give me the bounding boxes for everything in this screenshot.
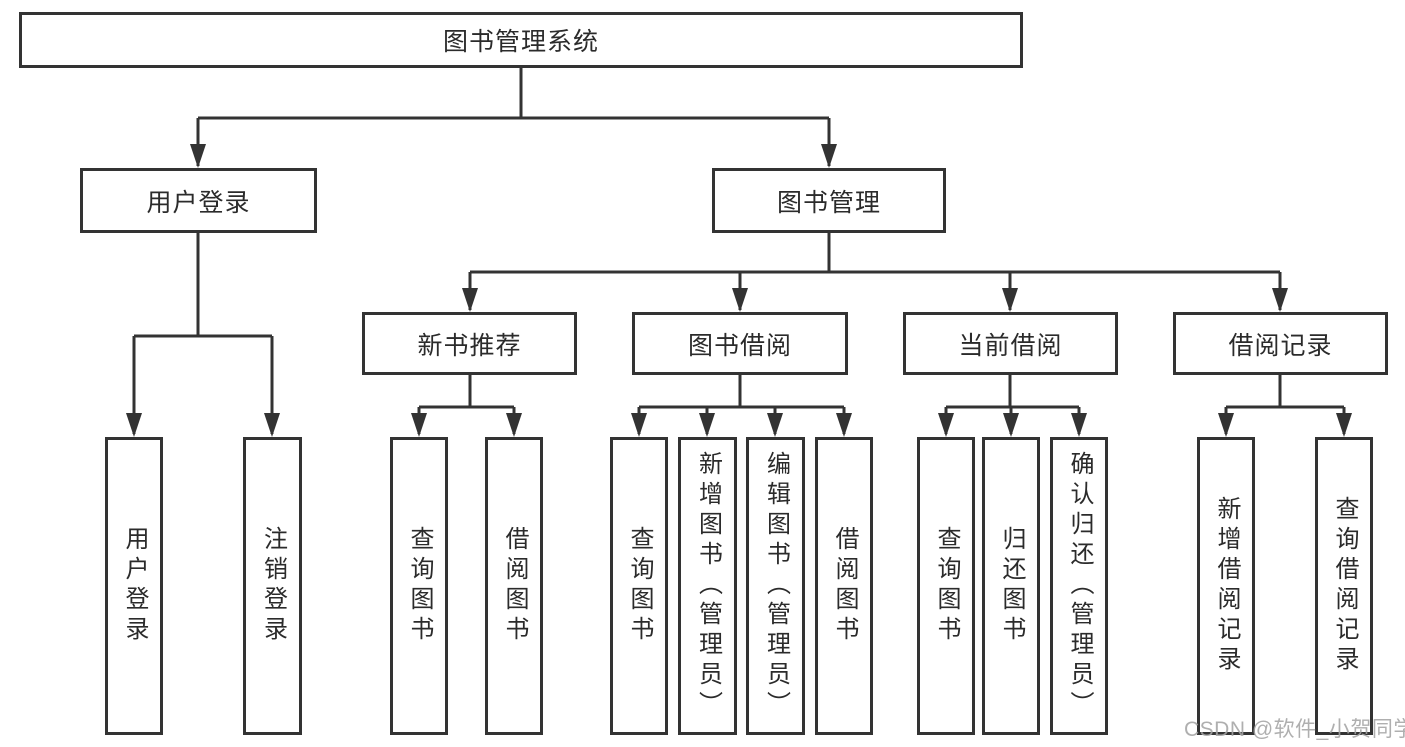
connector-borrowing-records-children: [1218, 375, 1352, 437]
node-label: 新增图书（管理员）: [694, 451, 722, 721]
node-current-borrowing: 当前借阅: [903, 312, 1118, 375]
node-library-management-system: 图书管理系统: [19, 12, 1023, 68]
node-label: 当前借阅: [958, 331, 1063, 360]
leaf-add-book-admin: 新增图书（管理员）: [678, 437, 737, 735]
leaf-query-borrow-record: 查询借阅记录: [1315, 437, 1373, 735]
connector-book-borrowing-children: [631, 375, 852, 437]
leaf-edit-book-admin: 编辑图书（管理员）: [746, 437, 805, 735]
leaf-confirm-return-admin: 确认归还（管理员）: [1050, 437, 1108, 735]
leaf-query-books-recommend: 查询图书: [390, 437, 448, 735]
node-label: 编辑图书（管理员）: [762, 451, 790, 721]
leaf-user-login: 用户登录: [105, 437, 163, 735]
node-label: 借阅图书: [501, 526, 528, 646]
node-label: 注销登录: [259, 526, 287, 646]
leaf-query-books-borrowing: 查询图书: [610, 437, 668, 735]
node-label: 新增借阅记录: [1213, 496, 1240, 676]
node-borrowing-records: 借阅记录: [1173, 312, 1388, 375]
node-label: 查询图书: [406, 526, 433, 646]
connector-new-book-recommend-children: [411, 375, 522, 437]
node-label: 新书推荐: [417, 331, 522, 360]
leaf-return-books: 归还图书: [982, 437, 1040, 735]
node-user-login: 用户登录: [80, 168, 317, 233]
node-label: 借阅图书: [831, 526, 858, 646]
leaf-query-books-current: 查询图书: [917, 437, 975, 735]
leaf-borrow-books-borrowing: 借阅图书: [815, 437, 873, 735]
node-label: 查询借阅记录: [1331, 496, 1358, 676]
node-label: 查询图书: [933, 526, 960, 646]
node-label: 用户登录: [146, 188, 251, 217]
node-label: 确认归还（管理员）: [1066, 451, 1093, 721]
connector-root-to-level2: [190, 68, 837, 168]
node-label: 借阅记录: [1228, 331, 1333, 360]
node-label: 用户登录: [121, 526, 148, 646]
node-book-borrowing: 图书借阅: [632, 312, 848, 375]
connector-current-borrowing-children: [938, 375, 1087, 437]
connector-user-login-children: [126, 233, 280, 437]
node-label: 图书借阅: [687, 331, 792, 360]
node-label: 归还图书: [998, 526, 1025, 646]
watermark: CSDN @软件_小贺同学: [1184, 718, 1405, 741]
leaf-borrow-books-recommend: 借阅图书: [485, 437, 543, 735]
node-label: 图书管理: [776, 188, 881, 217]
node-label: 查询图书: [626, 526, 653, 646]
leaf-logout: 注销登录: [243, 437, 302, 735]
node-book-management: 图书管理: [712, 168, 946, 233]
connector-book-management-children: [462, 233, 1288, 312]
leaf-add-borrow-record: 新增借阅记录: [1197, 437, 1255, 735]
node-new-book-recommend: 新书推荐: [362, 312, 577, 375]
node-label: 图书管理系统: [442, 28, 599, 56]
